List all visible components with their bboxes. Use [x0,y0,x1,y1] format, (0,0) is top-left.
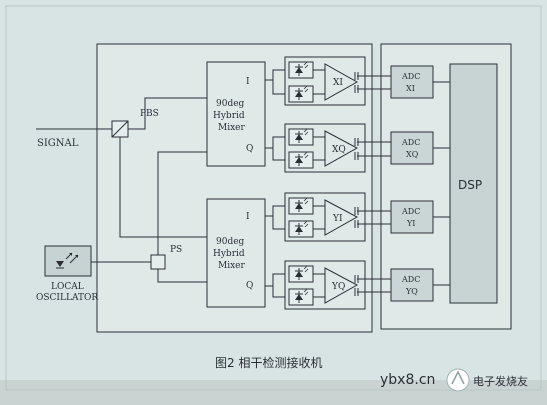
adc-xi-top: ADC [401,72,420,81]
adc-to-dsp-lines [433,81,450,286]
hybrid-mixer-top: I 90deg Hybrid Mixer Q [206,61,266,167]
mixer-bottom-name-1: 90deg [216,237,245,247]
mixer-top-port-i: I [246,77,250,87]
signal-label: SIGNAL [37,138,79,149]
adc-xi-bottom: XI [406,84,415,93]
amp-label-xq: XQ [332,145,346,155]
mixer-bottom-port-i: I [246,212,250,222]
detector-module-xi: XI [284,56,366,106]
dsp-label: DSP [458,178,482,192]
ps-splitter [150,254,166,270]
amp-label-yi: YI [332,214,343,224]
mixer-bottom-port-q: Q [246,281,253,291]
adc-xq-bottom: XQ [406,150,419,159]
hybrid-mixer-bottom: I 90deg Hybrid Mixer Q [206,198,266,308]
local-oscillator-label-1: LOCAL [51,282,84,292]
adc-yq-bottom: YQ [405,287,418,296]
pbs-splitter [111,120,129,138]
dsp-block [449,63,498,304]
adc-xq-top: ADC [401,138,420,147]
adc-yq-top: ADC [401,275,420,284]
adc-yi-top: ADC [401,207,420,216]
frame-left-border [5,5,542,391]
mixer-top-name-2: Hybrid [213,111,245,121]
local-oscillator-label-2: OSCILLATOR [36,293,98,303]
mixer-bottom-name-3: Mixer [218,261,245,271]
adc-block-xq: ADC XQ [390,131,434,165]
mixer-top-name-3: Mixer [218,123,245,133]
ps-to-bottom-mixer [157,269,207,283]
pbs-to-top-mixer [128,97,207,130]
adc-yi-bottom: YI [406,219,415,228]
mixer-bottom-name-2: Hybrid [213,249,245,259]
ps-label: PS [170,245,182,255]
watermark-logo-icon [446,368,470,392]
mixer-top-port-q: Q [246,144,253,154]
pbs-to-bottom-mixer [119,137,207,238]
figure-caption: 图2 相干检测接收机 [215,355,322,370]
amp-label-yq: YQ [331,282,345,292]
adc-block-xi: ADC XI [390,65,434,99]
amp-to-adc-lines [354,72,391,296]
adc-block-yq: ADC YQ [390,268,434,302]
pbs-label: PBS [140,109,159,119]
detector-module-xq: XQ [284,123,366,173]
adc-block-yi: ADC YI [390,200,434,234]
local-oscillator [44,245,92,277]
ps-to-top-mixer [157,151,207,255]
watermark-site: ybx8.cn [380,372,435,388]
detector-module-yq: YQ [284,260,366,310]
amp-label-xi: XI [333,78,343,88]
detector-module-yi: YI [284,192,366,242]
mixer-top-name-1: 90deg [216,99,245,109]
watermark-brand: 电子发烧友 [473,374,528,388]
